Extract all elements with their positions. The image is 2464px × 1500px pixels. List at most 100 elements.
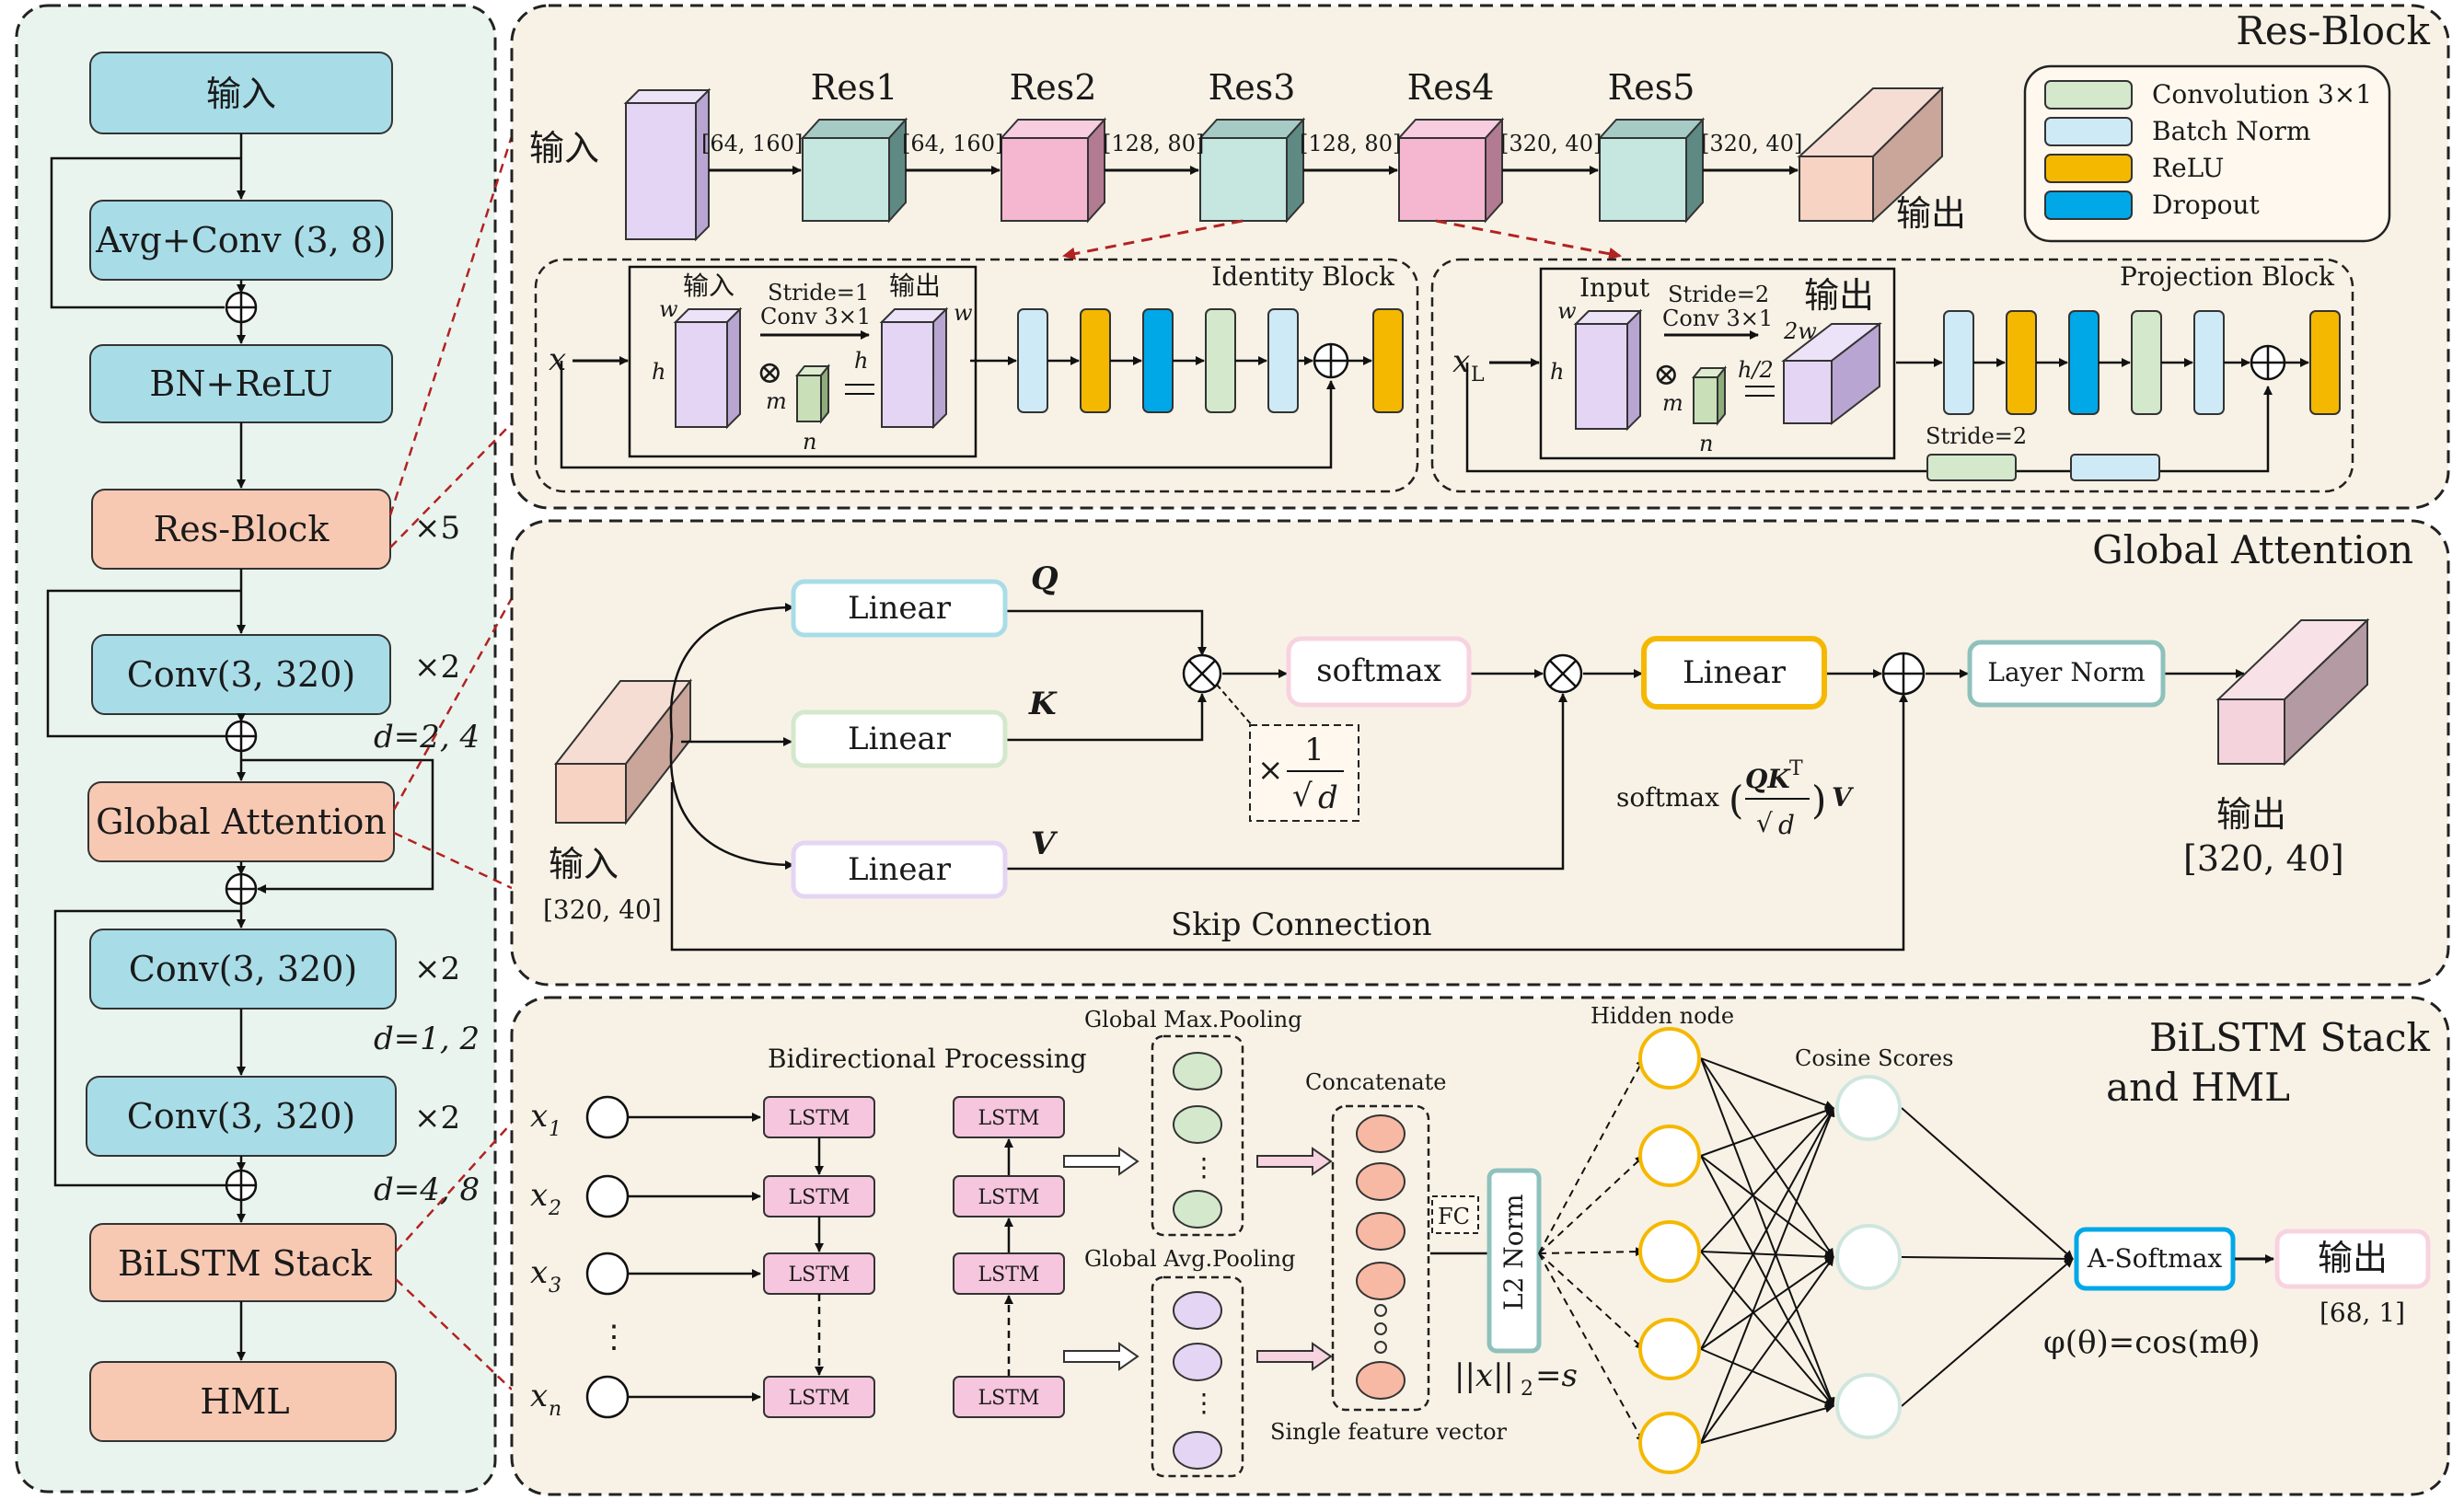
lstm-label: LSTM <box>978 1387 1040 1410</box>
left-panel: 输入 Avg+Conv (3, 8) BN+ReLU Res-Block Con… <box>15 4 497 1494</box>
svg-text:1: 1 <box>549 1118 561 1141</box>
ga-skip-label: Skip Connection <box>1171 906 1432 943</box>
svg-text:L: L <box>1471 363 1485 387</box>
svg-text:Linear: Linear <box>848 590 952 627</box>
svg-text:×: × <box>1257 752 1284 789</box>
asoftmax-box: A-Softmax <box>2074 1227 2236 1291</box>
svg-text:√: √ <box>1756 808 1773 838</box>
svg-text:x: x <box>530 1098 548 1135</box>
avg-pool-vector: ⋮ <box>1151 1275 1244 1478</box>
block-bn-relu: BN+ReLU <box>89 344 393 423</box>
svg-text:Stride=2: Stride=2 <box>1668 282 1769 307</box>
cosine-node <box>1835 1075 1902 1141</box>
chain-layer <box>1943 310 1974 415</box>
svg-text:输入: 输入 <box>206 74 276 114</box>
svg-text:Global Attention: Global Attention <box>96 802 387 842</box>
res-stage-2: Res2 <box>999 67 1107 224</box>
bilstm-panel: BiLSTM Stack and HML Bidirectional Proce… <box>510 996 2450 1496</box>
ga-linear-v: Linear <box>791 840 1008 899</box>
svg-text:输入: 输入 <box>683 271 735 301</box>
chain-layer <box>1080 308 1111 413</box>
svg-text:w: w <box>1557 298 1577 324</box>
block-res-block: Res-Block <box>91 489 391 570</box>
res-input-cuboid <box>623 87 711 242</box>
svg-text:1: 1 <box>1304 732 1325 768</box>
res-dim-label: [320, 40] <box>1701 131 1802 156</box>
ga-add <box>1881 652 1926 696</box>
svg-text:w: w <box>954 300 973 326</box>
svg-text:L2 Norm: L2 Norm <box>1498 1194 1529 1310</box>
svg-text:Q: Q <box>1031 560 1058 597</box>
x2-label-a: ×2 <box>414 649 460 686</box>
svg-text:⊗: ⊗ <box>1653 356 1680 393</box>
res-stage-label: Res5 <box>1608 67 1695 108</box>
svg-text:BiLSTM Stack: BiLSTM Stack <box>118 1243 373 1284</box>
svg-text:n: n <box>549 1398 561 1421</box>
svg-text:[68, 1]: [68, 1] <box>2319 1298 2405 1328</box>
svg-text:[320, 40]: [320, 40] <box>2183 838 2344 879</box>
svg-text:Conv 3×1: Conv 3×1 <box>1662 306 1773 331</box>
res-stage-4: Res4 <box>1396 67 1505 224</box>
ga-linear-q: Linear <box>791 579 1008 638</box>
svg-text:Conv 3×1: Conv 3×1 <box>760 304 871 329</box>
identity-block: Identity Block x 输入 w h Stride=1 Conv 3×… <box>534 258 1419 493</box>
svg-text:h: h <box>1550 359 1564 385</box>
svg-text:Dropout: Dropout <box>2152 190 2261 220</box>
legend-item: Convolution 3×1 <box>2044 79 2372 110</box>
svg-text:φ(θ)=cos(mθ): φ(θ)=cos(mθ) <box>2043 1324 2261 1361</box>
svg-text:输出: 输出 <box>2216 794 2286 835</box>
lstm-cell <box>953 1175 1065 1217</box>
svg-text:√: √ <box>1292 778 1313 814</box>
left-add-plus <box>226 293 256 1200</box>
lstm-label: LSTM <box>978 1186 1040 1209</box>
concat-vector <box>1331 1104 1430 1412</box>
svg-text:h: h <box>652 359 665 385</box>
svg-text:x: x <box>1452 343 1470 380</box>
svg-text:3: 3 <box>549 1275 561 1298</box>
norm-formula: ||x|| 2 =s <box>1454 1357 1578 1401</box>
svg-text:Stride=2: Stride=2 <box>1926 423 2027 449</box>
res-detail-arrows <box>1062 219 1622 260</box>
svg-text:V: V <box>1832 782 1855 813</box>
svg-text:BN+ReLU: BN+ReLU <box>149 363 332 404</box>
svg-text:x: x <box>530 1254 548 1291</box>
ga-linear-out: Linear <box>1641 636 1827 710</box>
ga-scale-box: × 1 √ d <box>1249 724 1359 822</box>
hidden-node <box>1638 1318 1701 1380</box>
res-stage-label: Res1 <box>811 67 898 108</box>
hidden-node <box>1638 1220 1701 1283</box>
res-stage-label: Res2 <box>1010 67 1097 108</box>
res-stage-label: Res4 <box>1407 67 1495 108</box>
cosine-node <box>1835 1373 1902 1439</box>
block-hml: HML <box>89 1361 397 1442</box>
lstm-label: LSTM <box>978 1107 1040 1130</box>
ga-softmax: softmax <box>1286 636 1472 708</box>
svg-text:and HML: and HML <box>2106 1065 2290 1110</box>
cosine-node <box>1835 1224 1902 1290</box>
chain-relu <box>1372 308 1404 413</box>
x2-label-b: ×2 <box>414 951 460 987</box>
legend-item: ReLU <box>2044 153 2224 183</box>
svg-text:Layer Norm: Layer Norm <box>1987 657 2145 687</box>
hidden-node <box>1638 1027 1701 1090</box>
svg-text:Identity Block: Identity Block <box>1211 261 1395 292</box>
projection-block: Projection Block x L Input w h Stride=2 … <box>1430 258 2354 493</box>
chain-layer <box>2006 310 2037 415</box>
chain-layer <box>2068 310 2100 415</box>
svg-text:⋮: ⋮ <box>1191 1388 1217 1418</box>
res-stage-1: Res1 <box>800 67 908 224</box>
res-dim-label: [320, 40] <box>1500 131 1602 156</box>
svg-text:输出: 输出 <box>2318 1238 2388 1278</box>
res-block-title: Res-Block <box>2236 8 2430 53</box>
svg-text:输出: 输出 <box>1804 275 1874 316</box>
chain-layer <box>2131 310 2162 415</box>
res-input-label: 输入 <box>529 128 599 168</box>
legend-item: Dropout <box>2044 190 2261 220</box>
block-conv-2: Conv(3, 320) <box>89 929 397 1010</box>
svg-text:Conv(3, 320): Conv(3, 320) <box>127 1096 355 1137</box>
svg-text:h: h <box>854 348 868 374</box>
svg-text:||x||: ||x|| <box>1454 1357 1514 1394</box>
